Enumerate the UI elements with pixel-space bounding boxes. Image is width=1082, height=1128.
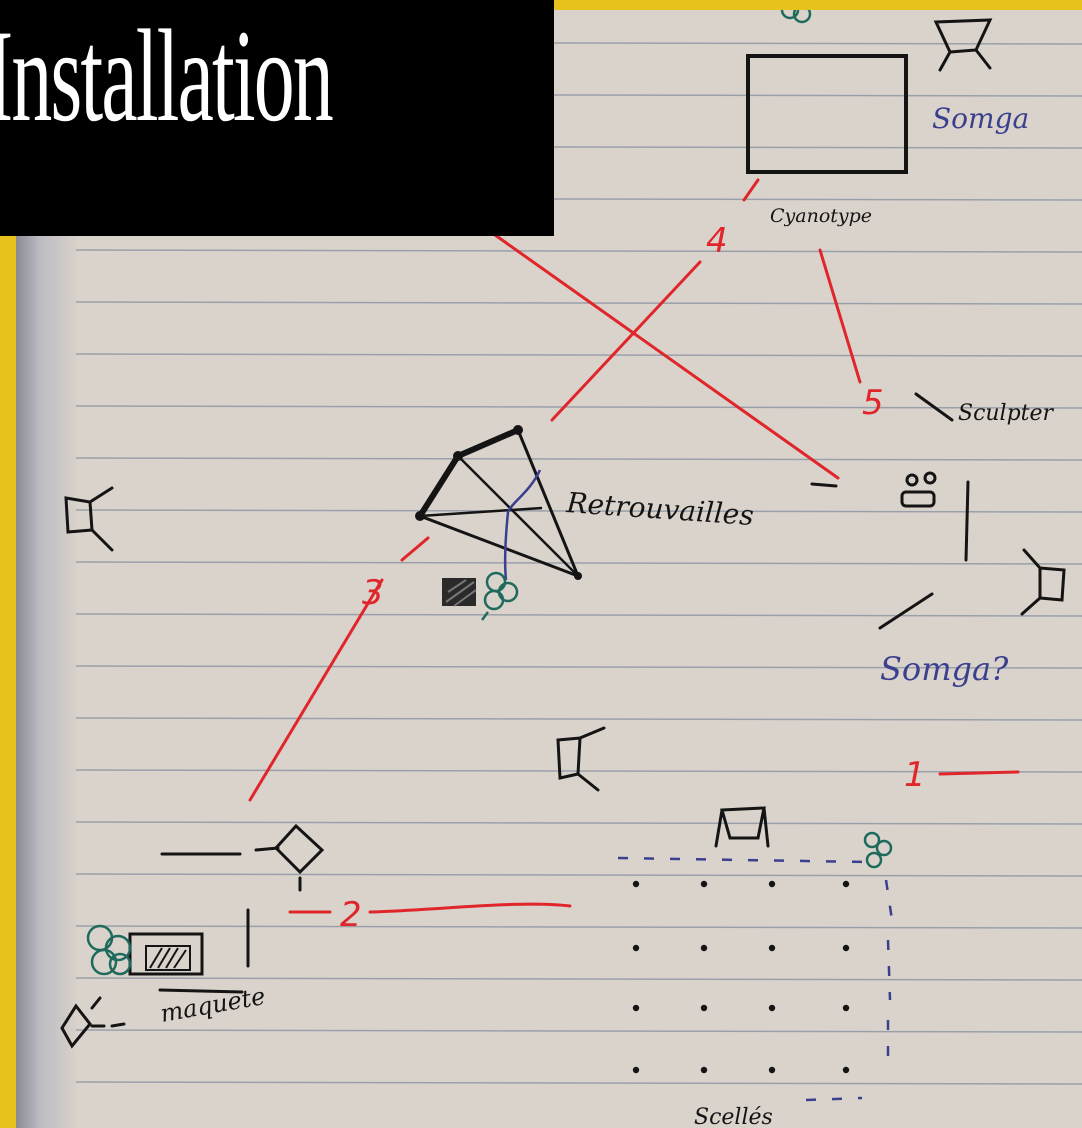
route-line-3-upper [400, 536, 430, 562]
pen-marks [90, 392, 970, 1028]
ruled-line [75, 509, 1082, 513]
ruled-line [75, 561, 1082, 565]
diamond-icon [273, 823, 325, 875]
ruled-line [75, 249, 1082, 253]
route-number-4: 4 [706, 221, 728, 261]
page-title: Installation [0, 2, 334, 149]
ruled-line [75, 717, 1082, 721]
label-somga-top: Somga [932, 102, 1029, 135]
label-cyanotype: Cyanotype [770, 205, 872, 227]
scelles-dot [768, 880, 776, 888]
scelles-dot [632, 1004, 640, 1012]
flower-icon [481, 571, 519, 621]
scelles-dot [632, 1066, 640, 1074]
ruled-line [75, 301, 1082, 305]
ruled-lines [75, 41, 1082, 1085]
ruled-line [75, 925, 1082, 929]
route-line-2-right [368, 902, 572, 914]
ruled-line [75, 405, 1082, 409]
ruled-line [75, 353, 1082, 357]
ruled-line [75, 457, 1082, 461]
scelles-dot [700, 944, 708, 952]
scelles-dot [842, 880, 850, 888]
hatched-box-icon [442, 578, 477, 607]
scelles-dot [700, 880, 708, 888]
scelles-dot [768, 1066, 776, 1074]
cyanotype-frame [746, 54, 908, 174]
flower-icon [86, 924, 132, 976]
frame-top-border [554, 0, 1082, 10]
route-number-1: 1 [904, 755, 926, 795]
chair-icon [64, 486, 114, 552]
route-number-2: 2 [340, 895, 362, 935]
chair-icon [556, 726, 606, 792]
scelles-dot [700, 1004, 708, 1012]
scelles-dot [632, 944, 640, 952]
title-banner: Installation [0, 0, 554, 236]
ruled-line [75, 977, 1082, 981]
route-line-1 [938, 770, 1020, 776]
chair-icon [1020, 548, 1066, 616]
ruled-line [75, 665, 1082, 669]
label-scelles: Scellés [694, 1105, 773, 1128]
ruled-line [75, 873, 1082, 877]
ruled-line [75, 1029, 1082, 1033]
ruled-line [75, 821, 1082, 825]
route-numbers: 4 5 3 2 1 [340, 221, 926, 935]
scelles-dot [842, 1004, 850, 1012]
scelles-dot [842, 944, 850, 952]
face-icon [900, 471, 937, 508]
flower-icon [863, 831, 893, 869]
route-number-5: 5 [862, 383, 884, 423]
diamond-icon [60, 1003, 92, 1049]
scelles-dot [842, 1066, 850, 1074]
route-lines [248, 178, 1020, 914]
route-number-3: 3 [362, 573, 384, 613]
scelles-dashed-border [617, 856, 894, 1102]
route-line-5 [818, 248, 862, 384]
route-line-diagonal [486, 228, 840, 480]
ruled-line [75, 1081, 1082, 1085]
scelles-dot [768, 1004, 776, 1012]
ruled-line [75, 613, 1082, 617]
scelles-dot [700, 1066, 708, 1074]
route-line-3-lower [248, 578, 384, 802]
scelles-dot [768, 944, 776, 952]
label-somga-question: Somga? [880, 650, 1009, 688]
scelles-dot [632, 880, 640, 888]
route-tick-cyanotype [742, 178, 760, 202]
label-sculpter: Sculpter [958, 401, 1055, 426]
chair-icon [933, 18, 993, 72]
retrouvailles-kite [415, 425, 582, 581]
scelles-dot-grid [632, 880, 850, 1074]
chair-icon [714, 806, 770, 848]
maquette-box [128, 932, 204, 976]
route-line-4 [550, 260, 702, 422]
